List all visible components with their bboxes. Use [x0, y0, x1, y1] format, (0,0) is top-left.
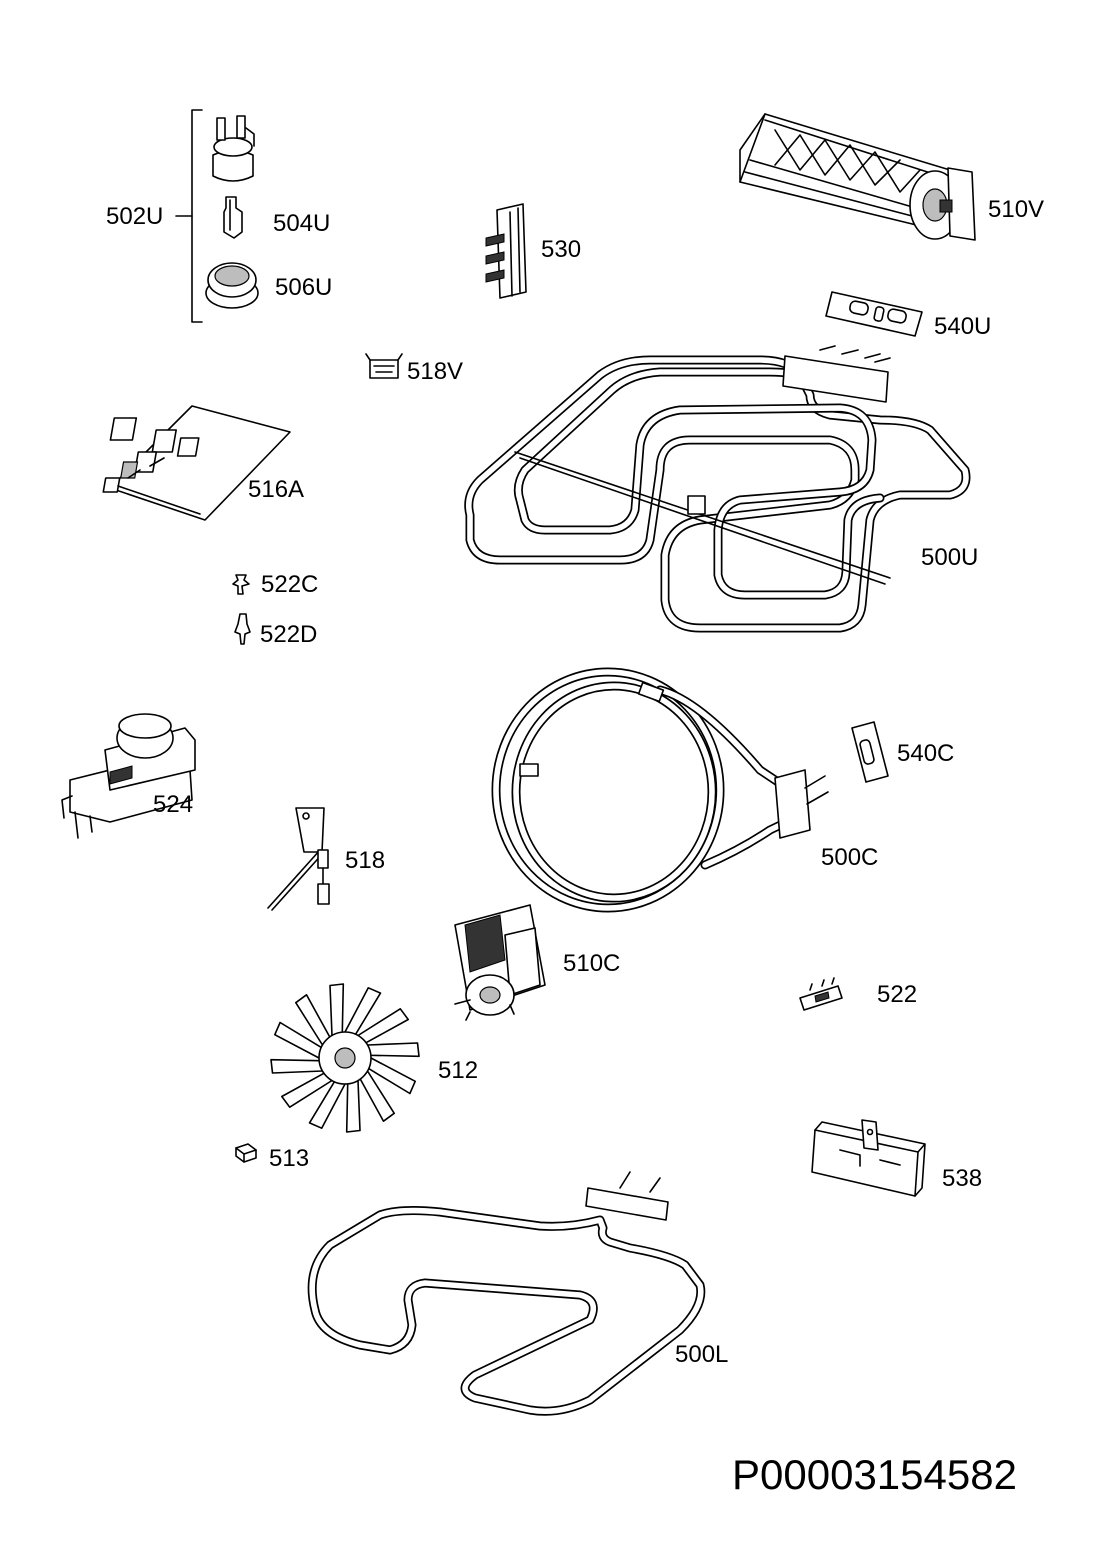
temperature-sensor-icon — [267, 807, 330, 911]
control-knob-group-icon — [175, 109, 203, 323]
fan-blade-vane — [366, 1042, 420, 1058]
part-label-510V: 510V — [988, 196, 1045, 223]
grill-heating-element-icon — [464, 345, 971, 633]
part-label-524: 524 — [153, 791, 194, 818]
circular-heating-element-icon — [491, 667, 829, 913]
fan-blade-icon — [270, 983, 420, 1133]
fastener-522C-icon — [232, 574, 250, 595]
knob-bezel-icon — [205, 262, 259, 309]
part-label-500C: 500C — [821, 844, 879, 871]
fan-blade-vane — [270, 1058, 324, 1074]
fan-blade-center — [334, 1047, 356, 1069]
part-label-522: 522 — [877, 981, 918, 1008]
part-label-512: 512 — [438, 1057, 479, 1084]
part-label-510C: 510C — [563, 950, 621, 977]
part-label-518V: 518V — [407, 358, 464, 385]
part-label-516A: 516A — [248, 476, 305, 503]
part-label-538: 538 — [942, 1165, 983, 1192]
thermostat-clip-icon — [365, 353, 403, 379]
knob-spindle-icon — [223, 196, 243, 239]
part-label-522C: 522C — [261, 571, 319, 598]
part-label-522D: 522D — [260, 621, 318, 648]
part-label-518: 518 — [345, 847, 386, 874]
part-label-530: 530 — [541, 236, 582, 263]
part-label-506U: 506U — [275, 274, 333, 301]
control-knob-icon — [212, 115, 255, 182]
part-label-502U: 502U — [106, 203, 164, 230]
terminal-connector-icon — [799, 977, 843, 1011]
part-label-540C: 540C — [897, 740, 955, 767]
bracket-icon — [811, 1119, 926, 1197]
part-label-540U: 540U — [934, 313, 992, 340]
lower-heating-element-icon — [307, 1171, 706, 1416]
terminal-block-icon — [485, 203, 527, 299]
timer-switch-icon — [61, 713, 196, 839]
nut-icon — [235, 1143, 257, 1163]
part-label-504U: 504U — [273, 210, 331, 237]
fastener-522D-icon — [234, 613, 251, 645]
fan-motor-icon — [454, 904, 546, 1021]
part-label-500U: 500U — [921, 544, 979, 571]
gasket-540C-icon — [851, 721, 889, 783]
circuit-board-icon — [102, 405, 291, 521]
part-label-513: 513 — [269, 1145, 310, 1172]
gasket-540U-icon — [825, 291, 923, 337]
document-number: P00003154582 — [732, 1451, 1017, 1498]
tangential-fan-icon — [739, 113, 976, 241]
fan-blade-vane — [329, 983, 345, 1037]
fan-blade-vane — [345, 1079, 361, 1133]
part-label-500L: 500L — [675, 1341, 729, 1368]
